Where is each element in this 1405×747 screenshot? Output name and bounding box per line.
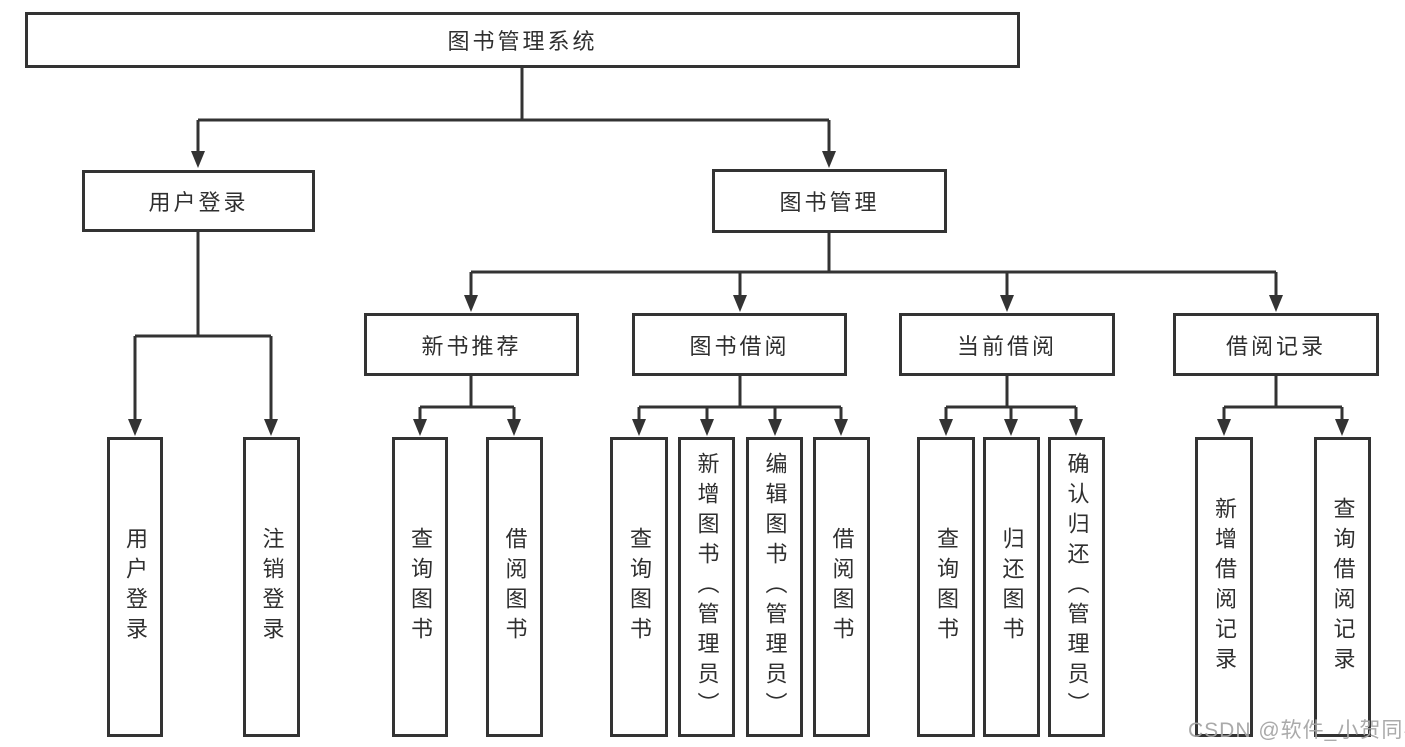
- node-current-borrow-label: 当前借阅: [956, 333, 1057, 359]
- node-user-login-label: 用户登录: [148, 190, 249, 215]
- leaf-borrow-books-2-label: 借阅图书: [829, 527, 855, 647]
- leaf-logout-label: 注销登录: [259, 527, 285, 647]
- leaf-add-book-admin: 新增图书（管理员）: [678, 437, 735, 737]
- leaf-query-books-1-label: 查询图书: [408, 527, 433, 647]
- node-book-management-label: 图书管理: [779, 190, 880, 215]
- leaf-logout: 注销登录: [243, 437, 300, 737]
- connector-current-borrow-children: [939, 376, 1083, 436]
- leaf-query-books-1: 查询图书: [392, 437, 448, 737]
- leaf-query-books-2-label: 查询图书: [627, 527, 652, 647]
- leaf-query-borrow-record: 查询借阅记录: [1314, 437, 1371, 737]
- connector-book-management-children: [464, 233, 1283, 312]
- leaf-add-borrow-record-label: 新增借阅记录: [1212, 497, 1237, 677]
- connector-new-book-children: [413, 376, 521, 436]
- leaf-confirm-return-admin-label: 确认归还（管理员）: [1064, 452, 1090, 722]
- leaf-confirm-return-admin: 确认归还（管理员）: [1048, 437, 1105, 737]
- watermark: CSDN @软件_小贺同学: [1188, 719, 1405, 742]
- leaf-edit-book-admin-label: 编辑图书（管理员）: [762, 452, 788, 722]
- leaf-user-login-label: 用户登录: [123, 527, 148, 647]
- leaf-add-borrow-record: 新增借阅记录: [1195, 437, 1253, 737]
- leaf-borrow-books-1: 借阅图书: [486, 437, 543, 737]
- leaf-return-book: 归还图书: [983, 437, 1040, 737]
- node-new-book-recommend: 新书推荐: [364, 313, 579, 376]
- leaf-borrow-books-1-label: 借阅图书: [502, 527, 528, 647]
- leaf-edit-book-admin: 编辑图书（管理员）: [746, 437, 803, 737]
- node-book-borrow-label: 图书借阅: [689, 333, 790, 359]
- leaf-borrow-books-2: 借阅图书: [813, 437, 870, 737]
- node-borrow-record: 借阅记录: [1173, 313, 1379, 376]
- node-root: 图书管理系统: [25, 12, 1020, 68]
- node-book-borrow: 图书借阅: [632, 313, 847, 376]
- leaf-query-books-3-label: 查询图书: [934, 527, 959, 647]
- node-borrow-record-label: 借阅记录: [1225, 333, 1326, 359]
- connector-borrow-record-children: [1217, 376, 1349, 436]
- connector-root-to-level2: [191, 68, 836, 168]
- leaf-add-book-admin-label: 新增图书（管理员）: [694, 452, 720, 722]
- leaf-query-borrow-record-label: 查询借阅记录: [1330, 497, 1356, 677]
- connector-book-borrow-children: [632, 376, 848, 436]
- leaf-query-books-3: 查询图书: [917, 437, 975, 737]
- leaf-query-books-2: 查询图书: [610, 437, 668, 737]
- leaf-return-book-label: 归还图书: [999, 527, 1025, 647]
- node-user-login: 用户登录: [82, 170, 315, 232]
- node-current-borrow: 当前借阅: [899, 313, 1115, 376]
- node-root-label: 图书管理系统: [447, 29, 598, 54]
- connector-user-login-children: [128, 232, 278, 436]
- leaf-user-login: 用户登录: [107, 437, 163, 737]
- node-new-book-recommend-label: 新书推荐: [421, 333, 522, 359]
- node-book-management: 图书管理: [712, 169, 947, 233]
